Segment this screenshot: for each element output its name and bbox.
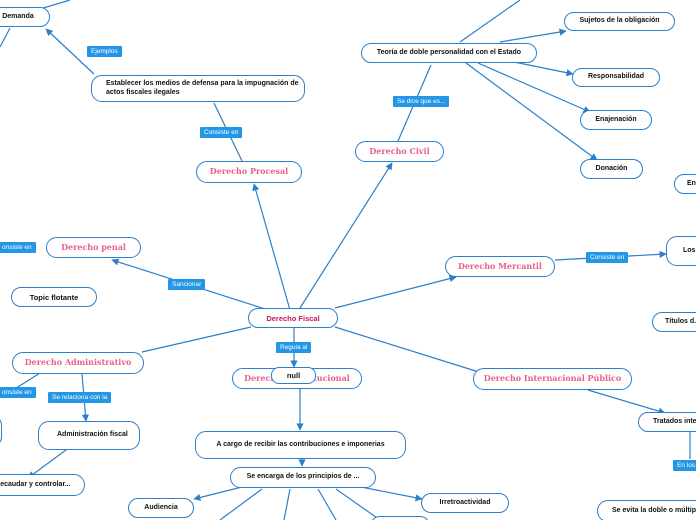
label-se-relaciona[interactable]: Se relaciona con la [48,392,112,404]
edge-principios-b3 [317,488,337,520]
label-en-los[interactable]: En los [673,460,696,472]
node-donacion-text: Donación [595,164,628,172]
node-recibir-contribuciones-text: A cargo de recibir las contribuciones e … [216,440,385,448]
node-derecho-fiscal-text: Derecho Fiscal [266,313,320,323]
label-consiste-en-procesal[interactable]: Consiste en [200,127,243,139]
partial-node-top-right-text: En... [687,179,696,187]
edge-fiscal-administrativo [141,326,252,353]
node-teoria-text: Teoría de doble personalidad con el Esta… [376,48,522,56]
node-derecho-internacional-text: Derecho Internacional Público [483,373,622,384]
node-demanda[interactable]: Demanda [0,7,50,27]
edge-fiscal-internacional [334,326,483,374]
edge-demanda-left [0,27,11,48]
edge-fiscal-mercantil [334,275,457,309]
node-audiencia[interactable]: Audiencia [128,498,194,518]
node-responsabilidad-text: Responsabilidad [587,73,644,81]
edge-teoria-up [459,0,521,43]
label-se-dice-que-es[interactable]: Se dice que es... [393,96,450,108]
label-consiste-en-penal[interactable]: onsiste en [0,242,36,254]
label-consiste-en-admin[interactable]: onsiste en [0,387,36,399]
node-administracion-fiscal-text: Administración fiscal [57,431,128,439]
node-recaudar[interactable]: ...ecaudar y controlar... [0,474,85,496]
node-irretroactividad[interactable]: Irretroactividad [421,493,509,513]
node-responsabilidad[interactable]: Responsabilidad [572,68,660,87]
node-derecho-mercantil[interactable]: Derecho Mercantil [445,256,555,277]
node-doble-tributacion-text: Se evita la doble o múltip... [612,506,696,514]
node-principios[interactable]: Se encarga de los principios de ... [230,467,376,488]
node-derecho-penal-text: Derecho penal [61,241,126,252]
node-doble-tributacion[interactable]: Se evita la doble o múltip... [597,500,696,520]
partial-node-titulos[interactable]: Títulos d... [652,312,696,332]
node-tratados[interactable]: Tratados inte... [638,412,696,432]
label-sancionar[interactable]: Sancionar [168,279,206,291]
node-recaudar-text: ...ecaudar y controlar... [0,480,71,488]
node-irretroactividad-text: Irretroactividad [439,498,491,506]
node-defensa-text: Establecer los medios de defensa para la… [106,80,299,96]
node-enajenacion-text: Enajenación [595,115,637,123]
edge-principios-b2 [283,488,291,520]
node-sujetos[interactable]: Sujetos de la obligación [564,12,675,31]
edge-internacional-tratados [587,389,666,415]
null-overlay-text: null [286,371,301,380]
edge-principios-audiencia [193,485,247,501]
node-audiencia-text: Audiencia [144,503,178,511]
node-donacion[interactable]: Donación [580,159,643,179]
node-derecho-civil[interactable]: Derecho Civil [355,141,444,162]
edge-teoria-responsabilidad [513,61,574,77]
node-topic-flotante-text: Topic flotante [29,292,79,302]
edge-fiscal-civil [299,162,393,309]
edge-principios-irretro [355,485,423,502]
partial-node-top-right[interactable]: En... [674,174,696,194]
edge-defensa-demanda [45,28,95,75]
node-principios-text: Se encarga de los principios de ... [246,473,360,481]
node-enajenacion[interactable]: Enajenación [580,110,652,130]
edge-teoria-donacion [465,62,598,161]
node-teoria[interactable]: Teoría de doble personalidad con el Esta… [361,43,537,63]
edge-admfiscal-recaudar [27,446,71,479]
node-derecho-mercantil-text: Derecho Mercantil [458,260,542,271]
node-administracion-fiscal[interactable]: Administración fiscal [38,421,140,450]
node-recibir-contribuciones[interactable]: A cargo de recibir las contribuciones e … [195,431,406,459]
node-derecho-administrativo-text: Derecho Administrativo [24,357,132,368]
label-regula-al[interactable]: Regula al [276,342,312,354]
node-derecho-civil-text: Derecho Civil [369,145,430,156]
node-derecho-administrativo[interactable]: Derecho Administrativo [12,352,144,374]
node-tratados-text: Tratados inte... [653,417,696,425]
partial-node-los-con[interactable]: Los con... [666,236,696,266]
edge-principios-b1 [219,488,263,520]
edge-teoria-enajenacion [477,62,591,113]
partial-node-los-con-text: Los con... [683,246,696,254]
node-derecho-procesal-text: Derecho Procesal [209,166,289,177]
edge-teoria-sujetos [499,28,567,43]
node-topic-flotante[interactable]: Topic flotante [11,287,97,307]
edge-principios-b4 [335,488,381,520]
node-derecho-penal[interactable]: Derecho penal [46,237,141,258]
label-ejemplos[interactable]: Ejemplos [87,46,122,58]
node-sujetos-text: Sujetos de la obligación [579,17,660,25]
partial-node-titulos-text: Títulos d... [665,317,696,325]
label-consiste-en-mercantil[interactable]: Consiste en [586,252,629,264]
node-derecho-fiscal[interactable]: Derecho Fiscal [248,308,338,328]
partial-node-bottom[interactable] [370,516,430,520]
node-derecho-procesal[interactable]: Derecho Procesal [196,161,302,183]
edge-fiscal-procesal [252,183,291,311]
node-demanda-text: Demanda [2,12,34,20]
node-defensa[interactable]: Establecer los medios de defensa para la… [91,75,305,102]
node-derecho-internacional[interactable]: Derecho Internacional Público [473,368,632,390]
null-overlay-node[interactable]: null [271,367,316,384]
